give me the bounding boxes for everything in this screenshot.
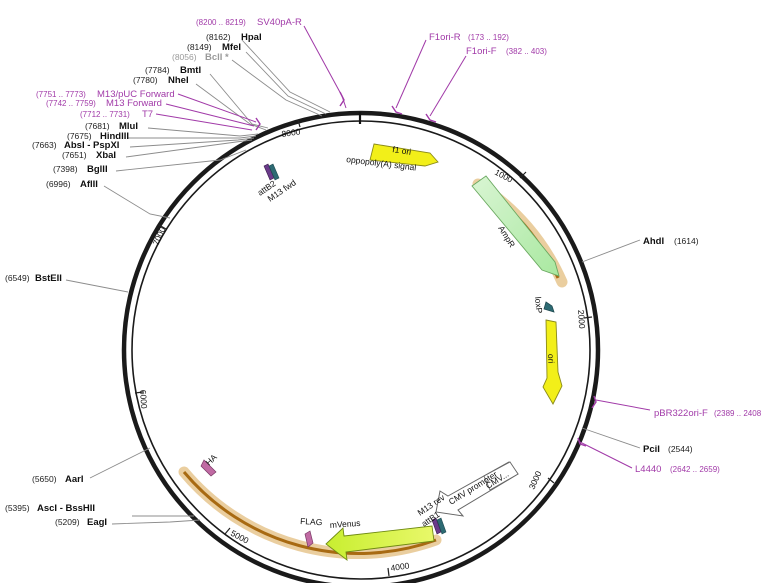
enzyme-hpai: HpaI <box>241 32 262 43</box>
primer-pos-f1ori-f: (382 .. 403) <box>506 47 547 56</box>
enzyme-bcli: BclI * <box>205 52 229 63</box>
feature-ha: HA <box>200 452 219 477</box>
primer-f1ori-r: F1ori-R <box>429 32 461 43</box>
tick-6000 <box>134 391 144 394</box>
label-mvenus: mVenus <box>329 518 360 530</box>
enzyme-pos-pcii: (2544) <box>668 444 693 454</box>
feature-flag: FLAG <box>300 516 323 548</box>
primer-sv40pa-r: SV40pA-R <box>257 17 302 28</box>
enzyme-bglii: BglII <box>87 164 108 175</box>
enzyme-labels: (8162) HpaI (8149) MfeI (8056) BclI * (7… <box>5 32 699 528</box>
feature-cmv-promoter: CMV promoter CMV... <box>435 461 519 517</box>
primer-pos-m13-puc-forward: (7751 .. 7773) <box>36 90 86 99</box>
enzyme-pos-aflii: (6996) <box>46 179 71 189</box>
enzyme-asci-bsshii: AscI - BssHII <box>37 503 95 514</box>
feature-ampr: AmpR <box>471 175 568 288</box>
enzyme-pos-hindiii: (7675) <box>67 131 92 141</box>
primer-pbr322ori-f: pBR322ori-F <box>654 408 708 419</box>
tick-label-3000: 3000 <box>527 469 544 491</box>
tick-5000 <box>224 527 231 535</box>
enzyme-mlui: MluI <box>119 121 138 132</box>
feature-loxp: loxP <box>533 296 555 314</box>
enzyme-pos-xbai: (7651) <box>62 150 87 160</box>
enzyme-pos-eagi: (5209) <box>55 517 80 527</box>
tick-label-6000: 6000 <box>138 389 149 409</box>
enzyme-xbai: XbaI <box>96 150 116 161</box>
tick-2000 <box>583 316 593 319</box>
enzyme-nhei: NheI <box>168 75 189 86</box>
enzyme-pos-bmti: (7784) <box>145 65 170 75</box>
label-flag: FLAG <box>300 516 323 527</box>
enzyme-absi-pspxi: AbsI - PspXI <box>64 140 119 151</box>
enzyme-pcii: PciI <box>643 444 660 455</box>
primer-pos-f1ori-r: (173 .. 192) <box>468 33 509 42</box>
enzyme-pos-nhei: (7780) <box>133 75 158 85</box>
primer-arrows <box>255 91 597 447</box>
enzyme-mfei: MfeI <box>222 42 241 53</box>
primer-f1ori-f: F1ori-F <box>466 46 497 57</box>
tick-label-4000: 4000 <box>390 560 410 573</box>
primer-pos-m13-forward: (7742 .. 7759) <box>46 99 96 108</box>
tick-label-7000: 7000 <box>151 225 168 247</box>
feature-ori: ori <box>542 319 563 405</box>
enzyme-aflii: AflII <box>80 179 98 190</box>
enzyme-bsteii: BstEII <box>35 273 62 284</box>
tick-1000 <box>519 171 527 179</box>
primer-l4440: L4440 <box>635 464 661 475</box>
tick-labels: 1000 2000 3000 4000 5000 6000 7000 8000 <box>138 126 587 573</box>
enzyme-pos-bsteii: (6549) <box>5 273 30 283</box>
feature-attb2: attB2 M13 fwd <box>256 163 298 204</box>
tick-3000 <box>547 477 555 484</box>
enzyme-pos-bcli: (8056) <box>172 52 197 62</box>
enzyme-pos-absi-pspxi: (7663) <box>32 140 57 150</box>
enzyme-pos-ahdi: (1614) <box>674 236 699 246</box>
tick-label-8000: 8000 <box>281 126 301 139</box>
label-ori: ori <box>546 354 556 364</box>
tick-7000 <box>158 224 167 230</box>
label-loxp: loxP <box>533 296 544 314</box>
enzyme-bmti: BmtI <box>180 65 201 76</box>
enzyme-pos-asci-bsshii: (5395) <box>5 503 30 513</box>
tick-4000 <box>387 567 390 577</box>
enzyme-pos-hpai: (8162) <box>206 32 231 42</box>
primer-t7: T7 <box>142 109 153 120</box>
primer-pos-sv40pa-r: (8200 .. 8219) <box>196 18 246 27</box>
label-f1-ori: f1 ori <box>392 144 412 157</box>
tick-label-2000: 2000 <box>576 309 587 329</box>
enzyme-connectors <box>65 39 641 525</box>
primer-m13-puc-forward: M13/pUC Forward <box>97 89 175 100</box>
enzyme-pos-aari: (5650) <box>32 474 57 484</box>
primer-m13-forward: M13 Forward <box>106 98 162 109</box>
primer-pos-t7: (7712 .. 7731) <box>80 110 130 119</box>
enzyme-pos-bglii: (7398) <box>53 164 78 174</box>
enzyme-eagi: EagI <box>87 517 107 528</box>
backbone <box>121 110 601 583</box>
primer-connectors <box>155 25 651 469</box>
primer-pos-l4440: (2642 .. 2659) <box>670 465 720 474</box>
tick-8000 <box>297 119 301 128</box>
feature-mvenus: mVenus <box>178 466 442 562</box>
primer-pos-pbr322ori-f: (2389 .. 2408 <box>714 409 762 418</box>
primer-labels: (8200 .. 8219) SV40pA-R (7751 .. 7773) M… <box>36 17 762 475</box>
enzyme-pos-mlui: (7681) <box>85 121 110 131</box>
feature-f1-ori: f1 ori oppopoly(A) signal <box>346 143 439 173</box>
tick-marks <box>134 119 593 577</box>
enzyme-aari: AarI <box>65 474 83 485</box>
enzyme-pos-mfei: (8149) <box>187 42 212 52</box>
enzyme-hindiii: HindIII <box>100 131 129 142</box>
enzyme-ahdi: AhdI <box>643 236 664 247</box>
